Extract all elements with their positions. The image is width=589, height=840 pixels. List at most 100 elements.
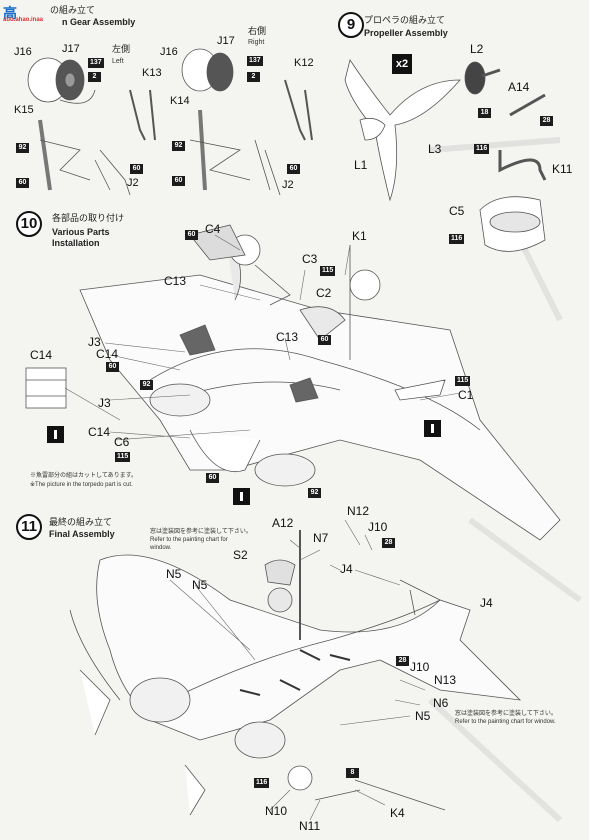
- step-11-jp: 最終の組み立て: [49, 517, 113, 527]
- left-en: Left: [112, 58, 124, 65]
- badge-137-left: 137: [88, 58, 104, 68]
- part-n6: N6: [433, 696, 449, 710]
- part-l3: L3: [428, 142, 442, 156]
- part-j10-b: J10: [410, 660, 430, 674]
- part-k15: K15: [14, 104, 34, 116]
- part-a14: A14: [508, 80, 530, 94]
- part-n5-c: N5: [415, 709, 431, 723]
- badge-92-d: 92: [308, 488, 321, 498]
- step-9-number: 9: [338, 12, 364, 38]
- gear-step-en: n Gear Assembly: [62, 17, 136, 27]
- aircraft-10-drawing: [25, 224, 561, 541]
- badge-60-right-b: 60: [287, 164, 300, 174]
- part-c5: C5: [449, 204, 465, 218]
- part-l2: L2: [470, 42, 484, 56]
- badge-92-c: 92: [140, 380, 153, 390]
- part-j17-right: J17: [217, 35, 235, 47]
- badge-2-left: 2: [88, 72, 101, 82]
- badge-137-right: 137: [247, 56, 263, 66]
- arrow-box-b: [424, 420, 441, 437]
- badge-28-b: 28: [382, 538, 395, 548]
- badge-60-i: 60: [206, 473, 219, 483]
- step-10-jp: 各部品の取り付け: [52, 213, 125, 223]
- step-9-en: Propeller Assembly: [364, 28, 448, 38]
- badge-8: 8: [346, 768, 359, 778]
- badge-60-c2: 60: [318, 335, 331, 345]
- part-j10-a: J10: [368, 520, 388, 534]
- part-n12: N12: [347, 504, 370, 518]
- right-gear-drawing: [181, 48, 313, 196]
- part-k1: K1: [352, 229, 367, 243]
- part-n13: N13: [434, 673, 457, 687]
- step-11-note1c: window.: [150, 545, 172, 551]
- part-k11: K11: [552, 162, 573, 176]
- step-11-number: 11: [16, 514, 42, 540]
- gear-step-jp: の組み立て: [50, 5, 96, 15]
- part-c14-b: C14: [96, 347, 119, 361]
- badge-116-c: 116: [254, 778, 270, 788]
- part-k12: K12: [294, 57, 314, 69]
- badge-60-c4: 60: [185, 230, 198, 240]
- badge-60-left-b: 60: [130, 164, 143, 174]
- part-n5-a: N5: [166, 567, 182, 581]
- part-c13-a: C13: [164, 274, 187, 288]
- badge-60-left-a: 60: [16, 178, 29, 188]
- step-9-jp: プロペラの組み立て: [364, 15, 446, 25]
- part-l1: L1: [354, 158, 368, 172]
- step-10-number: 10: [16, 211, 42, 237]
- step-10-note-en: ※The picture in the torpedo part is cut.: [30, 482, 133, 488]
- part-c14-a: C14: [30, 348, 53, 362]
- badge-115-c: 115: [115, 452, 131, 462]
- part-j16-right: J16: [160, 46, 178, 58]
- part-n10: N10: [265, 804, 288, 818]
- badge-115-a: 115: [320, 266, 336, 276]
- part-n7: N7: [313, 531, 329, 545]
- part-k4: K4: [390, 806, 405, 820]
- left-jp: 左側: [112, 44, 131, 54]
- part-c2: C2: [316, 286, 332, 300]
- part-j4-b: J4: [480, 596, 493, 610]
- part-j17-left: J17: [62, 43, 80, 55]
- badge-115-b: 115: [455, 376, 471, 386]
- part-j3-b: J3: [98, 396, 111, 410]
- part-j2-left: J2: [127, 177, 139, 189]
- watermark-main: 高: [3, 5, 17, 21]
- part-c13-b: C13: [276, 330, 299, 344]
- badge-60-c14: 60: [106, 362, 119, 372]
- part-j16-left: J16: [14, 46, 32, 58]
- watermark-logo: 高 auu.ahao.inaa: [3, 3, 43, 23]
- step-11-note1b: Refer to the painting chart for: [150, 537, 228, 543]
- arrow-box-a: [47, 426, 64, 443]
- badge-28-a: 28: [540, 116, 553, 126]
- watermark-sub: auu.ahao.inaa: [3, 17, 44, 23]
- part-a12: A12: [272, 516, 294, 530]
- aircraft-11-drawing: [69, 530, 522, 816]
- part-n5-b: N5: [192, 578, 208, 592]
- part-j4-a: J4: [340, 562, 353, 576]
- badge-92-left: 92: [16, 143, 29, 153]
- part-c6: C6: [114, 435, 130, 449]
- step-10-en2: Installation: [52, 238, 100, 248]
- arrow-box-c: [233, 488, 250, 505]
- step-11-en: Final Assembly: [49, 529, 115, 539]
- step-11-note2: 窓は塗装図を参考に塗装して下さい。: [455, 711, 557, 717]
- propeller-drawing: [344, 59, 547, 252]
- right-jp: 右側: [248, 26, 267, 36]
- badge-28-c: 28: [396, 656, 409, 666]
- badge-92-right: 92: [172, 141, 185, 151]
- left-gear-drawing: [27, 57, 156, 196]
- part-c14-c: C14: [88, 425, 111, 439]
- part-c4: C4: [205, 222, 221, 236]
- right-en: Right: [248, 39, 265, 46]
- part-n11: N11: [299, 819, 321, 833]
- part-j3-a: J3: [88, 335, 101, 349]
- part-c1: C1: [458, 388, 474, 402]
- step-11-note1: 窓は塗装図を参考に塗装して下さい。: [150, 529, 252, 535]
- part-j2-right: J2: [282, 179, 294, 191]
- part-k13: K13: [142, 67, 162, 79]
- badge-60-right-a: 60: [172, 176, 185, 186]
- badge-116-a: 116: [474, 144, 490, 154]
- badge-2-right: 2: [247, 72, 260, 82]
